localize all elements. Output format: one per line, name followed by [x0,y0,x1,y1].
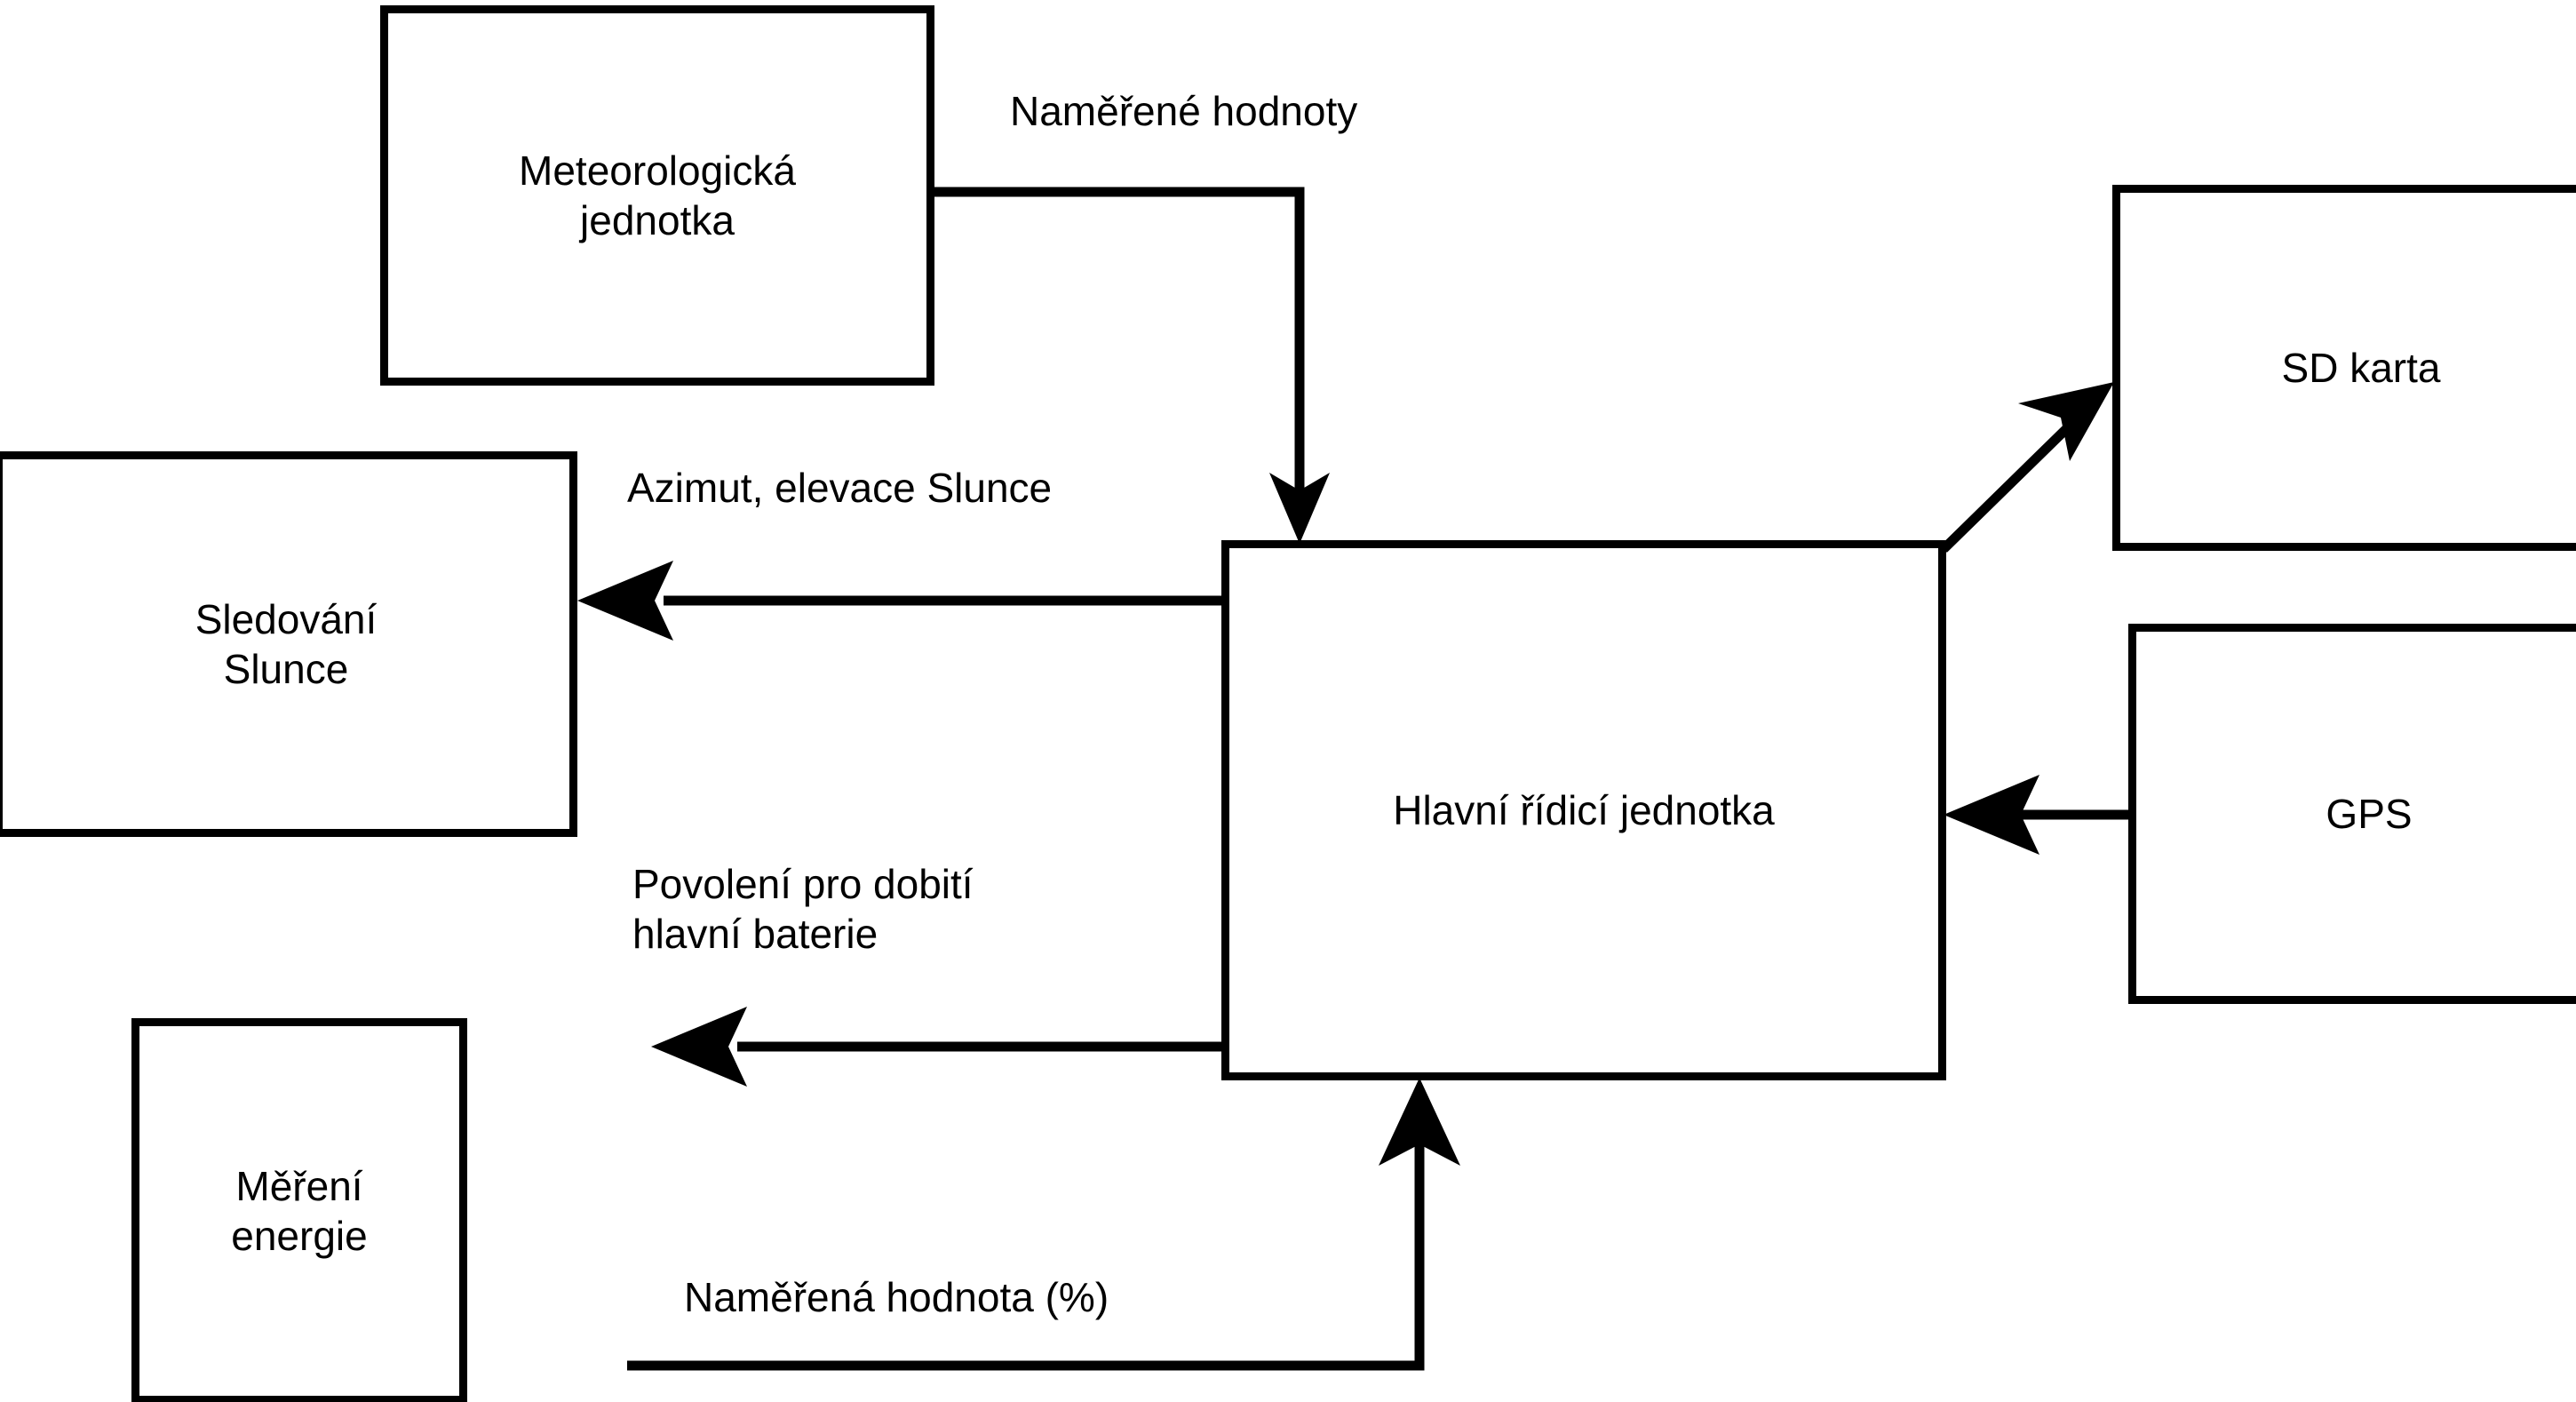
node-sledovani-slunce[interactable]: Sledování Slunce [0,451,577,837]
node-meteorologicka-jednotka[interactable]: Meteorologická jednotka [380,5,934,386]
connector-gps-read [1944,775,2128,855]
edge-label-measured-values: Naměřené hodnoty [1010,88,1358,134]
node-hlavni-ridici-jednotka[interactable]: Hlavní řídicí jednotka [1221,540,1946,1080]
edge-label-azimuth-elevation: Azimut, elevace Slunce [627,465,1053,511]
connector-measured-percent [627,1078,1460,1371]
edge-label-charge-permission: Povolení pro dobití hlavní baterie [632,861,974,958]
edge-label-measured-percent: Naměřená hodnota (%) [684,1274,1109,1320]
node-sd-karta[interactable]: SD karta [2112,185,2576,551]
node-gps[interactable]: GPS [2128,624,2576,1004]
connector-charge-permission [651,1007,1221,1087]
node-mereni-energie[interactable]: Měření energie [131,1018,467,1402]
connector-sd-write [1940,382,2114,553]
connector-azimuth-elevation [577,561,1221,641]
